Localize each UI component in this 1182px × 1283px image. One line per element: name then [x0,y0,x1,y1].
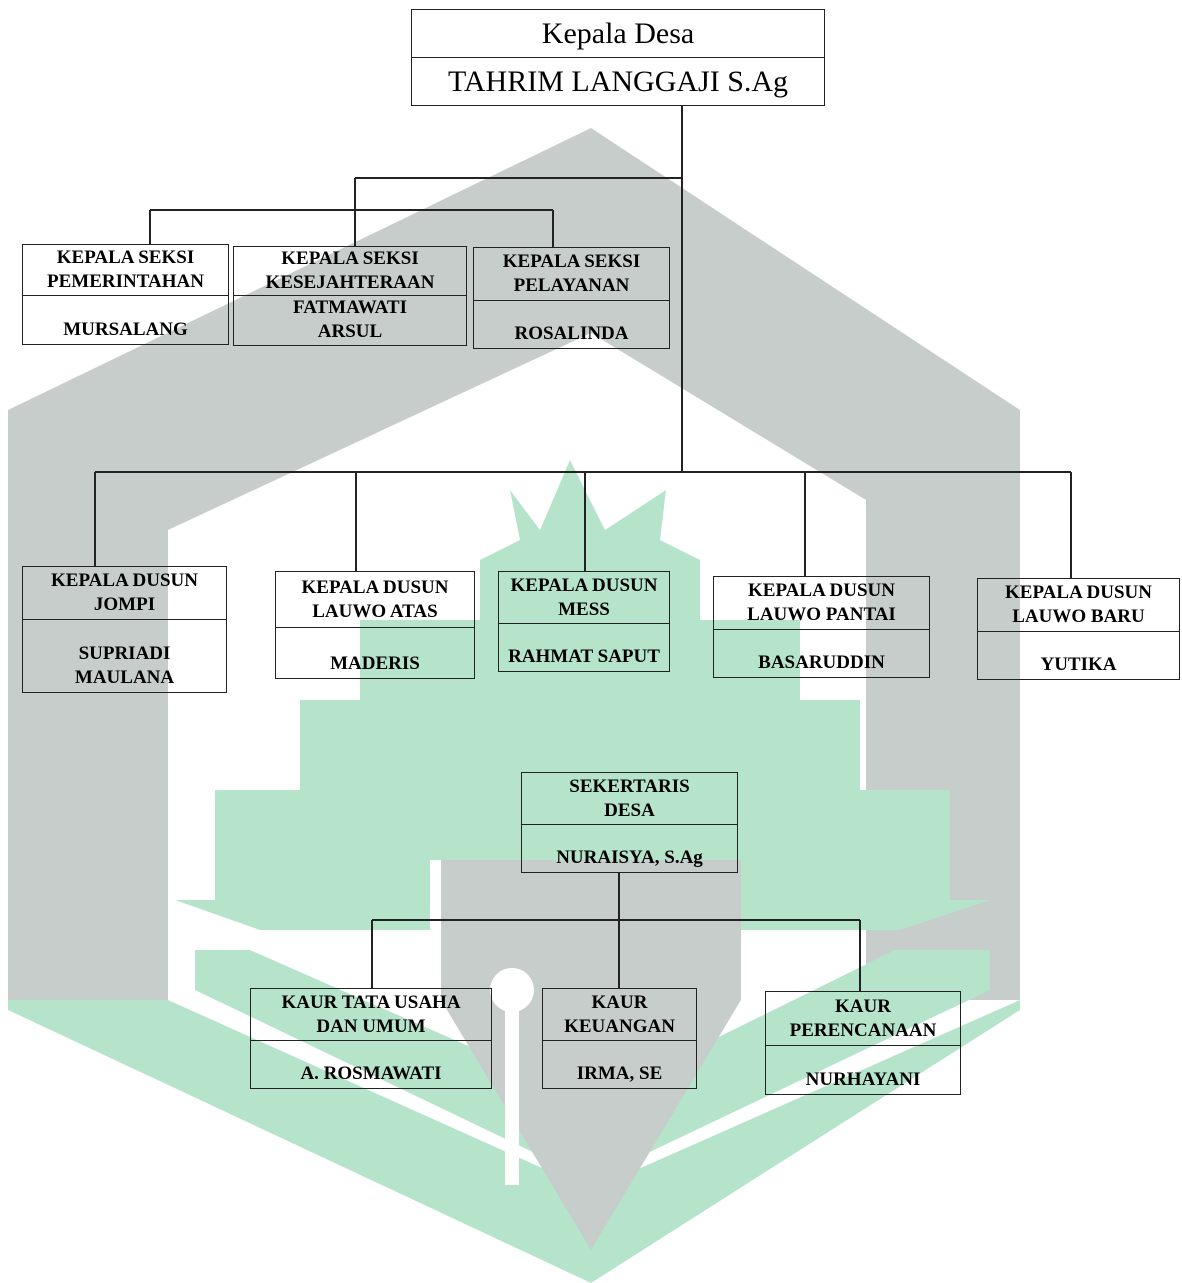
role-label: KAUR TATA USAHA DAN UMUM [251,989,491,1041]
watermark-mosque [175,460,990,930]
watermark-base-band [8,1000,1020,1283]
watermark-lower-band [195,950,990,1180]
watermark-pen-nib [441,860,741,1250]
box-kadus-lauwo-atas: KEPALA DUSUN LAUWO ATAS MADERIS [275,571,475,679]
person-name: IRMA, SE [576,1063,663,1084]
person-name: MADERIS [330,653,420,674]
person-name: NURHAYANI [805,1069,921,1090]
box-kaur-tata-usaha: KAUR TATA USAHA DAN UMUM A. ROSMAWATI [250,988,492,1089]
role-label: KEPALA DUSUN LAUWO BARU [978,579,1179,632]
person-name: YUTIKA [1040,654,1117,675]
role-label: KEPALA SEKSI PELAYANAN [474,248,669,301]
watermark-hexagon [8,128,1020,1000]
role-label: KEPALA DUSUN LAUWO ATAS [276,572,474,628]
person-name: RAHMAT SAPUT [508,646,660,667]
box-kaur-keuangan: KAUR KEUANGAN IRMA, SE [542,988,697,1089]
box-kadus-mess: KEPALA DUSUN MESS RAHMAT SAPUT [498,571,670,672]
box-kasi-pemerintahan: KEPALA SEKSI PEMERINTAHAN MURSALANG [22,244,229,345]
role-label: KAUR KEUANGAN [543,989,696,1041]
person-name: TAHRIM LANGGAJI S.Ag [447,64,789,98]
role-label: KEPALA SEKSI PEMERINTAHAN [23,245,228,296]
box-sekretaris-desa: SEKERTARIS DESA NURAISYA, S.Ag [521,772,738,873]
person-name: MURSALANG [63,319,188,340]
person-name: NURAISYA, S.Ag [556,847,703,868]
person-name: A. ROSMAWATI [300,1063,442,1084]
box-kaur-perencanaan: KAUR PERENCANAAN NURHAYANI [765,991,961,1095]
person-name: SUPRIADI MAULANA [74,643,175,688]
role-label: KEPALA DUSUN JOMPI [23,567,226,620]
box-kepala-desa: Kepala Desa TAHRIM LANGGAJI S.Ag [411,9,825,106]
person-name: FATMAWATI ARSUL [293,297,407,342]
role-label: KEPALA DUSUN MESS [499,572,669,624]
box-kasi-kesejahteraan: KEPALA SEKSI KESEJAHTERAAN FATMAWATI ARS… [233,246,467,346]
role-label: KEPALA DUSUN LAUWO PANTAI [714,577,929,630]
watermark-nib-slit [505,1005,519,1185]
person-name: BASARUDDIN [758,652,885,673]
box-kadus-lauwo-baru: KEPALA DUSUN LAUWO BARU YUTIKA [977,578,1180,680]
role-label: KEPALA SEKSI KESEJAHTERAAN [234,247,466,296]
box-kadus-lauwo-pantai: KEPALA DUSUN LAUWO PANTAI BASARUDDIN [713,576,930,678]
watermark-nib-hole [490,968,534,1012]
box-kasi-pelayanan: KEPALA SEKSI PELAYANAN ROSALINDA [473,247,670,349]
person-name: ROSALINDA [514,323,629,344]
role-label: SEKERTARIS DESA [522,773,737,825]
role-label: KAUR PERENCANAAN [766,992,960,1046]
box-kadus-jompi: KEPALA DUSUN JOMPI SUPRIADI MAULANA [22,566,227,693]
role-label: Kepala Desa [412,10,824,58]
